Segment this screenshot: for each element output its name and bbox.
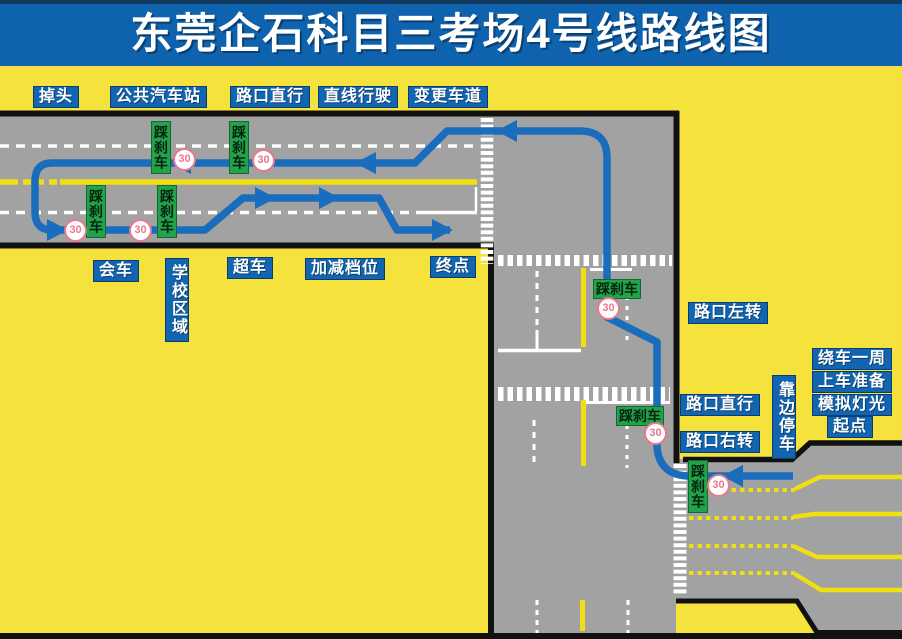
road-surfaces — [0, 116, 902, 636]
brake-marker: 踩刹车 — [688, 460, 708, 513]
top-road-markings — [0, 118, 494, 264]
speed-limit-30-badge: 30 — [252, 149, 275, 172]
label-pull-over: 靠边停车 — [772, 375, 796, 459]
label-walk-around: 绕车一周 — [812, 348, 893, 370]
legend-u-turn: 掉头 — [33, 86, 80, 108]
brake-marker: 踩刹车 — [616, 406, 664, 426]
road-borders — [0, 110, 902, 639]
label-simulate-lights: 模拟灯光 — [812, 394, 893, 416]
brake-marker: 踩刹车 — [229, 121, 249, 174]
legend-meet-vehicle: 会车 — [93, 260, 140, 282]
brake-marker: 踩刹车 — [593, 279, 641, 299]
legend-overtake: 超车 — [227, 257, 274, 279]
bottom-road-markings — [673, 464, 902, 596]
speed-limit-30-badge: 30 — [173, 148, 196, 171]
label-turn-right: 路口右转 — [680, 431, 761, 453]
legend-cross-straight: 路口直行 — [230, 86, 311, 108]
bottom-island — [676, 603, 816, 633]
legend-change-lane: 变更车道 — [408, 86, 489, 108]
vertical-road-markings — [498, 255, 672, 633]
speed-limit-30-badge: 30 — [597, 297, 620, 320]
legend-end-point: 终点 — [430, 256, 477, 278]
label-start-point: 起点 — [827, 416, 874, 438]
brake-marker: 踩刹车 — [86, 185, 106, 238]
speed-limit-30-badge: 30 — [707, 474, 730, 497]
brake-marker: 踩刹车 — [157, 185, 177, 238]
brake-marker: 踩刹车 — [151, 121, 171, 174]
speed-limit-30-badge: 30 — [64, 219, 87, 242]
speed-limit-30-badge: 30 — [129, 219, 152, 242]
speed-limit-30-badge: 30 — [644, 422, 667, 445]
label-board-prepare: 上车准备 — [812, 371, 893, 393]
page-title: 东莞企石科目三考场4号线路线图 — [0, 0, 902, 66]
route-arrowheads — [47, 120, 743, 487]
legend-school-zone: 学校区域 — [165, 258, 189, 342]
legend-bus-stop: 公共汽车站 — [110, 86, 208, 108]
label-turn-left: 路口左转 — [688, 302, 769, 324]
legend-shift-gears: 加减档位 — [305, 258, 386, 280]
label-go-straight: 路口直行 — [680, 394, 761, 416]
legend-drive-straight: 直线行驶 — [318, 86, 399, 108]
